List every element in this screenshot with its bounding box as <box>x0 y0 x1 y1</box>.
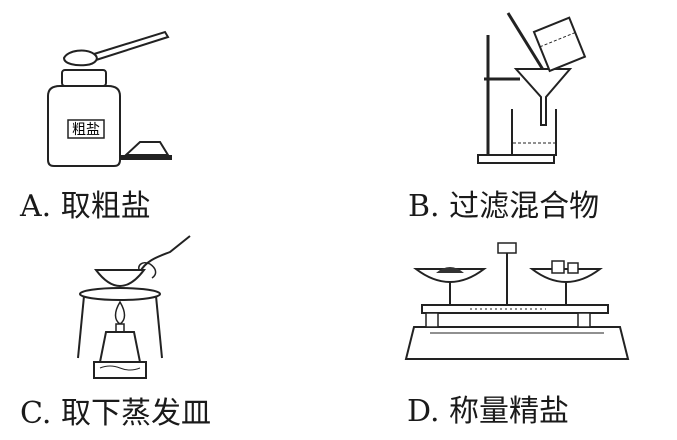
evaporation-illustration <box>77 235 191 379</box>
wood-grain <box>99 365 141 371</box>
tripod-ring <box>79 287 161 301</box>
lamp-wick-holder <box>115 323 125 333</box>
filtration-illustration <box>477 12 587 164</box>
pouring-beaker <box>532 16 587 73</box>
spoon-bowl <box>62 49 98 67</box>
jar-cap <box>61 69 107 87</box>
spoon-handle <box>93 30 170 61</box>
panel-b-filter-mixture: B. 过滤混合物 <box>400 5 670 240</box>
tripod-leg-right <box>155 295 163 359</box>
coarse-salt-jar-illustration: 粗盐 <box>47 30 172 167</box>
weight-1 <box>551 260 565 274</box>
jar-label-text: 粗盐 <box>72 122 100 138</box>
caption-c: C. 取下蒸发皿 <box>20 396 211 431</box>
tripod-leg-left <box>77 295 85 359</box>
balance-indicator <box>497 242 517 254</box>
left-pan <box>413 268 487 283</box>
alcohol-lamp <box>98 331 142 363</box>
panel-c-remove-evaporating-dish: C. 取下蒸发皿 <box>20 230 270 435</box>
caption-a: A. 取粗盐 <box>20 189 151 224</box>
panel-d-weigh-refined-salt: D. 称量精盐 <box>400 235 670 435</box>
stand-base <box>477 154 555 164</box>
funnel <box>513 68 573 126</box>
flame <box>114 300 126 325</box>
right-support <box>577 312 591 328</box>
left-support <box>425 312 439 328</box>
hand <box>139 235 191 273</box>
refined-salt-sample <box>436 267 464 273</box>
salt-plate <box>120 155 172 160</box>
caption-d: D. 称量精盐 <box>407 394 570 429</box>
receiving-beaker <box>511 109 557 156</box>
evaporating-dish <box>93 269 147 287</box>
wooden-block <box>93 361 147 379</box>
balance-illustration <box>404 242 630 360</box>
jar-label-box <box>67 119 105 139</box>
panel-a-take-coarse-salt: 粗盐 A. 取粗盐 <box>20 20 220 235</box>
salt-pile <box>123 141 170 156</box>
caption-b: B. 过滤混合物 <box>408 189 600 224</box>
right-pan <box>529 268 603 283</box>
balance-base <box>404 326 630 360</box>
weight-2 <box>567 262 579 274</box>
